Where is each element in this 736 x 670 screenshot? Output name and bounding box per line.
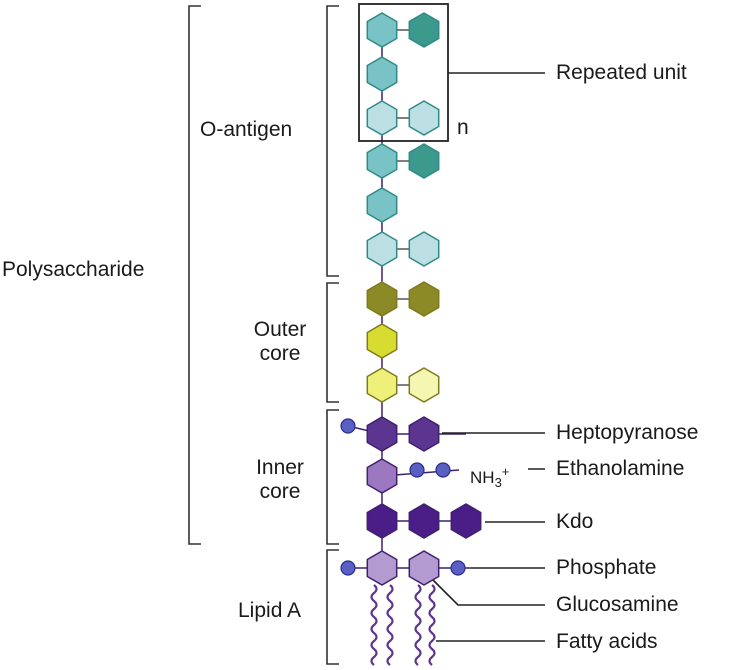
heptose-hexagon	[366, 416, 398, 452]
phosphate-dot	[450, 560, 466, 576]
ethanolamine-dot	[409, 462, 425, 478]
o-antigen-sugar-hexagon	[408, 12, 440, 48]
outer-core-label-line2: core	[259, 342, 301, 365]
outer-core-sugar-hexagon	[366, 367, 398, 403]
ethanolamine-dot	[435, 462, 451, 478]
o-antigen-sugar-hexagon	[408, 143, 440, 179]
molecule-layer	[340, 12, 482, 586]
phosphate-dot	[340, 560, 356, 576]
repeat-count-label: n	[457, 116, 469, 139]
polysaccharide-bracket	[188, 5, 201, 545]
inner-core-label: Inner core	[240, 456, 320, 504]
outer-core-sugar-hexagon	[366, 281, 398, 317]
o-antigen-sugar-hexagon	[408, 100, 440, 136]
o-antigen-sugar-hexagon	[366, 100, 398, 136]
ethanolamine-label: Ethanolamine	[556, 457, 685, 480]
outer-core-sugar-hexagon	[408, 281, 440, 317]
outer-core-label-line1: Outer	[253, 318, 307, 341]
fatty-acids-label: Fatty acids	[556, 630, 658, 653]
ammonium-subscript: 3	[494, 475, 502, 490]
glucosamine-hexagon	[408, 550, 440, 586]
inner-core-bracket	[326, 409, 339, 545]
ammonium-label: NH3+	[470, 460, 509, 495]
phosphate-dot	[340, 418, 356, 434]
heptopyranose-label: Heptopyranose	[556, 421, 699, 444]
heptose-hexagon	[366, 458, 398, 494]
kdo-hexagon	[366, 503, 398, 539]
outer-core-bracket	[326, 282, 339, 403]
outer-core-label: Outer core	[240, 318, 320, 366]
fatty-acid-chain	[428, 584, 436, 666]
bracket-layer	[188, 3, 449, 665]
polysaccharide-label: Polysaccharide	[2, 258, 145, 281]
outer-core-sugar-hexagon	[408, 367, 440, 403]
glucosamine-label: Glucosamine	[556, 593, 679, 616]
o-antigen-sugar-hexagon	[408, 231, 440, 267]
o-antigen-sugar-hexagon	[366, 143, 398, 179]
o-antigen-sugar-hexagon	[366, 56, 398, 92]
heptose-hexagon	[408, 416, 440, 452]
o-antigen-sugar-hexagon	[366, 12, 398, 48]
kdo-hexagon	[408, 503, 440, 539]
o-antigen-sugar-hexagon	[366, 231, 398, 267]
glucosamine-callout	[432, 579, 545, 606]
inner-core-label-line1: Inner	[256, 456, 304, 479]
repeated-unit-box	[358, 3, 449, 142]
glucosamine-hexagon	[366, 550, 398, 586]
phosphate-label: Phosphate	[556, 556, 657, 579]
inner-core-label-line2: core	[259, 480, 301, 503]
ammonium-charge: +	[501, 464, 510, 479]
fatty-acid-chain	[386, 584, 394, 666]
kdo-label: Kdo	[556, 510, 594, 533]
fatty-acid-chain	[414, 584, 422, 666]
ammonium-base: NH	[470, 468, 495, 487]
repeated-unit-label: Repeated unit	[556, 61, 687, 84]
kdo-hexagon	[450, 503, 482, 539]
o-antigen-label: O-antigen	[200, 118, 293, 141]
lipid-a-bracket	[326, 549, 339, 665]
fatty-acid-chain	[370, 584, 378, 666]
o-antigen-bracket	[326, 5, 339, 277]
o-antigen-sugar-hexagon	[366, 187, 398, 223]
outer-core-sugar-hexagon	[366, 323, 398, 359]
lipid-a-label: Lipid A	[238, 599, 302, 622]
